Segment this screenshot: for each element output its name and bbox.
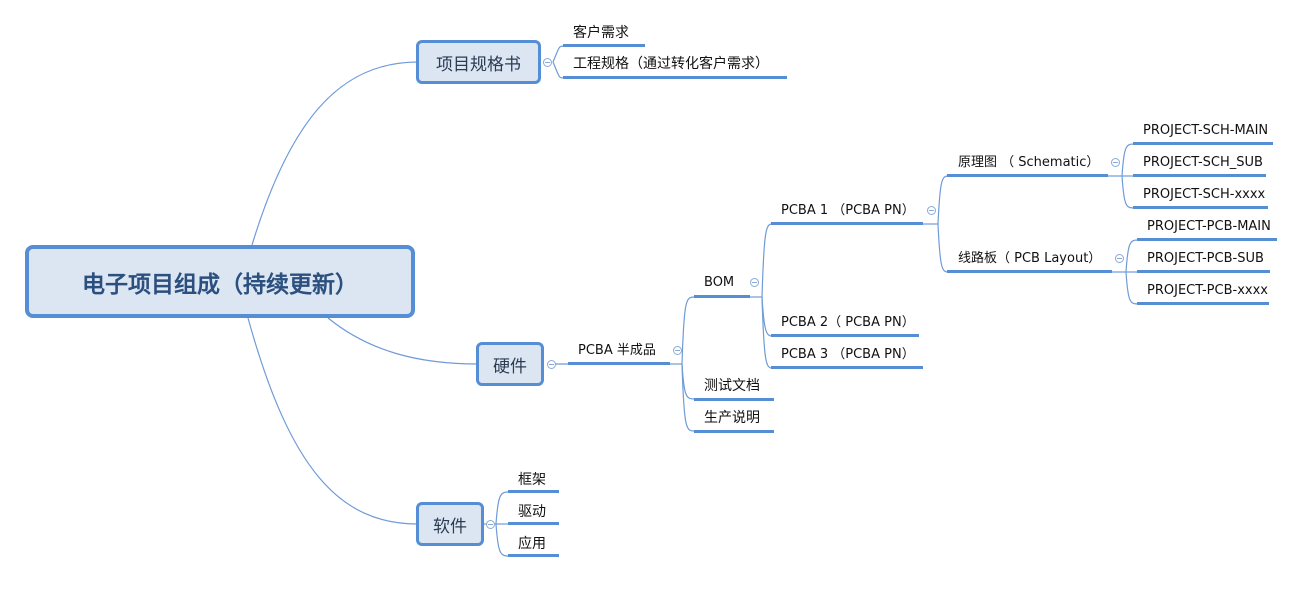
layout-underline xyxy=(947,270,1112,273)
collapse-minus-icon[interactable] xyxy=(486,520,495,529)
prod-doc-underline xyxy=(694,430,774,433)
topic-hardware[interactable]: 硬件 xyxy=(476,342,544,386)
sch-sub-underline xyxy=(1133,174,1266,177)
root-topic-label: 电子项目组成（持续更新） xyxy=(82,270,358,298)
topic-software[interactable]: 软件 xyxy=(416,502,484,546)
sch-xxxx-label[interactable]: PROJECT-SCH-xxxx xyxy=(1143,187,1266,202)
collapse-minus-icon[interactable] xyxy=(547,360,556,369)
collapse-minus-icon[interactable] xyxy=(750,278,759,287)
collapse-minus-icon[interactable] xyxy=(673,346,682,355)
prod-doc-label[interactable]: 生产说明 xyxy=(704,410,760,426)
pcba1-underline xyxy=(771,222,923,225)
pcba1-label[interactable]: PCBA 1 （PCBA PN） xyxy=(781,203,915,218)
spec-child-customer-req[interactable]: 客户需求 xyxy=(573,25,629,41)
collapse-minus-icon[interactable] xyxy=(543,58,552,67)
sch-main-label[interactable]: PROJECT-SCH-MAIN xyxy=(1143,123,1269,138)
pcb-xxxx-underline xyxy=(1137,302,1269,305)
schematic-label[interactable]: 原理图 （ Schematic） xyxy=(958,155,1100,170)
sw-framework-underline xyxy=(508,490,559,493)
pcba3-label[interactable]: PCBA 3 （PCBA PN） xyxy=(781,347,915,362)
pcba3-underline xyxy=(771,366,923,369)
bom-label[interactable]: BOM xyxy=(704,275,735,290)
sch-xxxx-underline xyxy=(1133,206,1268,209)
test-doc-underline xyxy=(694,398,774,401)
sch-main-underline xyxy=(1133,142,1273,145)
layout-label[interactable]: 线路板（ PCB Layout） xyxy=(958,251,1102,266)
pcb-main-underline xyxy=(1137,238,1277,241)
pcba-semi-label[interactable]: PCBA 半成品 xyxy=(578,343,656,358)
spec-child-underline xyxy=(563,76,787,79)
pcba-semi-underline xyxy=(568,362,670,365)
pcb-sub-label[interactable]: PROJECT-PCB-SUB xyxy=(1147,251,1264,266)
topic-hardware-label: 硬件 xyxy=(493,356,527,377)
pcba2-label[interactable]: PCBA 2（ PCBA PN） xyxy=(781,315,915,330)
topic-software-label: 软件 xyxy=(433,516,467,537)
pcb-xxxx-label[interactable]: PROJECT-PCB-xxxx xyxy=(1147,283,1268,298)
spec-child-underline xyxy=(563,44,645,47)
bom-underline xyxy=(694,295,750,298)
pcba2-underline xyxy=(771,334,919,337)
collapse-minus-icon[interactable] xyxy=(927,206,936,215)
pcb-main-label[interactable]: PROJECT-PCB-MAIN xyxy=(1147,219,1271,234)
sch-sub-label[interactable]: PROJECT-SCH_SUB xyxy=(1143,155,1263,170)
sw-app-label[interactable]: 应用 xyxy=(518,536,546,552)
sw-framework-label[interactable]: 框架 xyxy=(518,472,546,488)
test-doc-label[interactable]: 测试文档 xyxy=(704,378,760,394)
collapse-minus-icon[interactable] xyxy=(1115,254,1124,263)
schematic-underline xyxy=(947,174,1108,177)
collapse-minus-icon[interactable] xyxy=(1111,158,1120,167)
topic-spec[interactable]: 项目规格书 xyxy=(416,40,541,84)
root-topic[interactable]: 电子项目组成（持续更新） xyxy=(25,245,415,318)
topic-spec-label: 项目规格书 xyxy=(436,54,521,75)
sw-driver-underline xyxy=(508,522,559,525)
pcb-sub-underline xyxy=(1137,270,1270,273)
sw-driver-label[interactable]: 驱动 xyxy=(518,504,546,520)
spec-child-eng-spec[interactable]: 工程规格（通过转化客户需求） xyxy=(573,56,769,72)
sw-app-underline xyxy=(508,554,559,557)
